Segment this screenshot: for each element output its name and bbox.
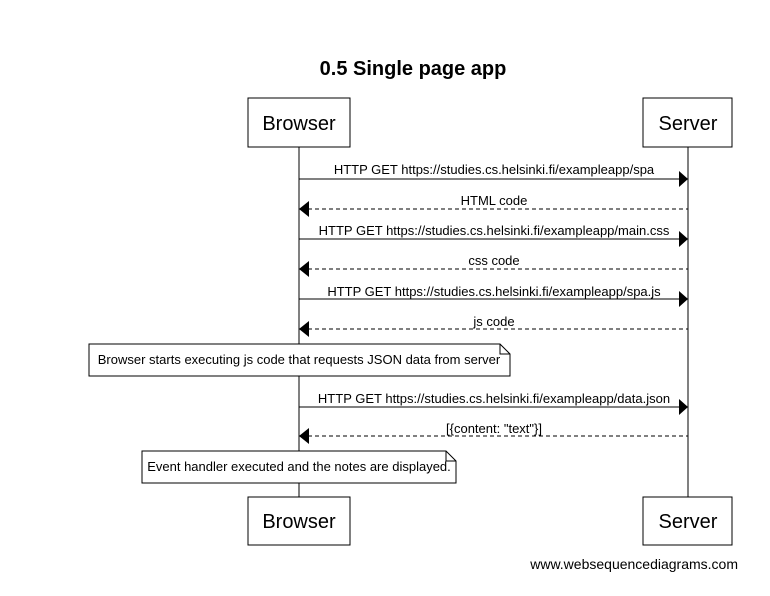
actor-label: Browser xyxy=(262,113,336,135)
note-executing-js: Browser starts executing js code that re… xyxy=(88,343,511,377)
message-label: HTTP GET https://studies.cs.helsinki.fi/… xyxy=(319,223,670,238)
message-label: HTTP GET https://studies.cs.helsinki.fi/… xyxy=(318,391,670,406)
message-label: HTML code xyxy=(461,193,528,208)
message-json-content: [{content: "text"}] xyxy=(299,421,688,444)
note-label: Event handler executed and the notes are… xyxy=(147,459,451,474)
message-get-main-css: HTTP GET https://studies.cs.helsinki.fi/… xyxy=(299,223,688,247)
actor-server-bottom: Server xyxy=(642,496,733,546)
actor-label: Server xyxy=(659,113,718,135)
actor-browser-bottom: Browser xyxy=(247,496,351,546)
message-label: HTTP GET https://studies.cs.helsinki.fi/… xyxy=(334,162,655,177)
diagram-title: 0.5 Single page app xyxy=(320,58,507,80)
actor-label: Browser xyxy=(262,511,336,533)
message-label: HTTP GET https://studies.cs.helsinki.fi/… xyxy=(327,284,661,299)
note-label: Browser starts executing js code that re… xyxy=(98,352,501,367)
message-label: js code xyxy=(472,314,514,329)
actor-browser-top: Browser xyxy=(247,97,351,148)
message-label: css code xyxy=(468,253,519,268)
note-event-handler: Event handler executed and the notes are… xyxy=(141,450,457,484)
actor-server-top: Server xyxy=(642,97,733,148)
message-get-spa-js: HTTP GET https://studies.cs.helsinki.fi/… xyxy=(299,284,688,307)
message-get-spa: HTTP GET https://studies.cs.helsinki.fi/… xyxy=(299,162,688,187)
actor-label: Server xyxy=(659,511,718,533)
message-html-code: HTML code xyxy=(299,193,688,217)
message-js-code: js code xyxy=(299,314,688,337)
message-css-code: css code xyxy=(299,253,688,277)
message-label: [{content: "text"}] xyxy=(446,421,542,436)
footer-watermark: www.websequencediagrams.com xyxy=(529,556,738,572)
message-get-data-json: HTTP GET https://studies.cs.helsinki.fi/… xyxy=(299,391,688,415)
